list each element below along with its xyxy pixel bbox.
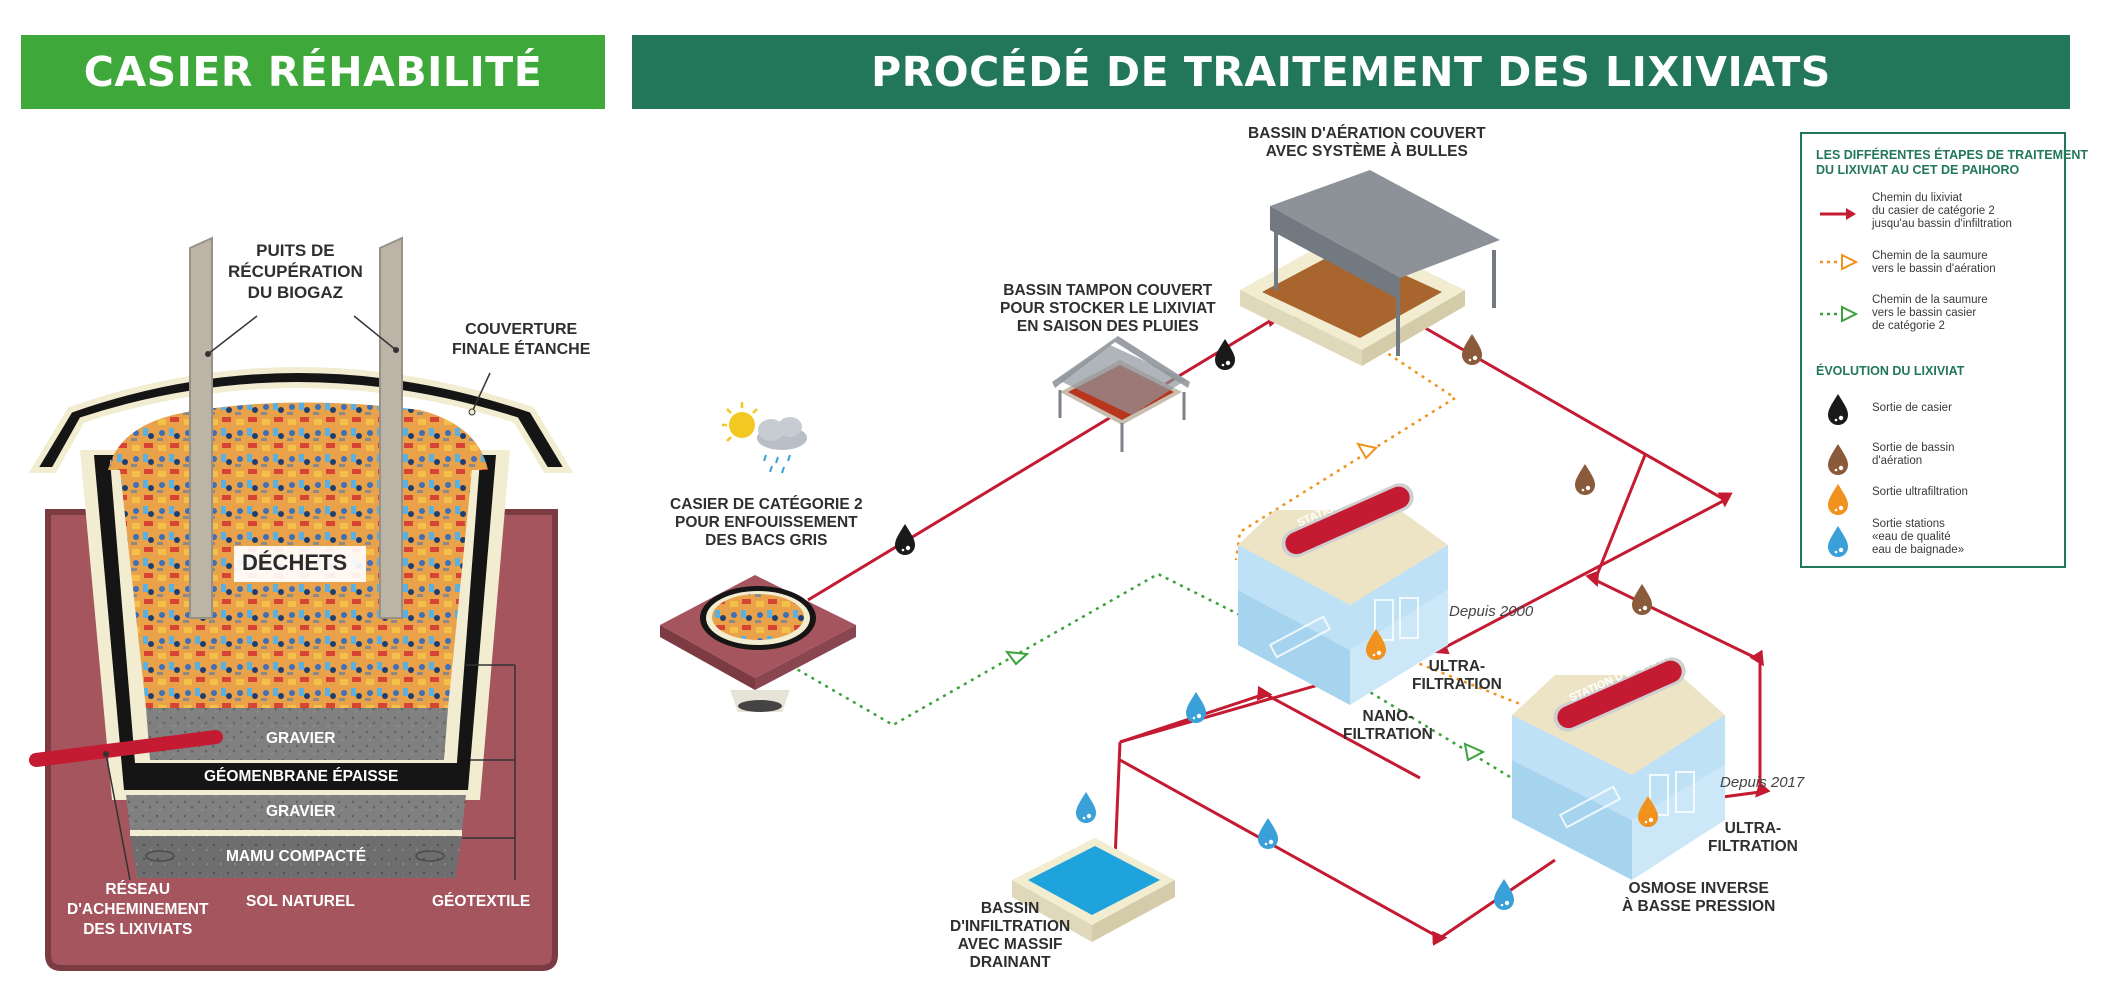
casier-banner: CASIER RÉHABILITÉ: [21, 35, 605, 109]
orange-drop-icon: [1828, 484, 1848, 515]
brine-to-casier-path: [794, 572, 1516, 782]
bassin-tampon-illustration: [1052, 336, 1190, 452]
brown-drop-icon: [1828, 444, 1848, 475]
drop-brown-3: [1632, 584, 1652, 615]
drop-blue-2: [1076, 792, 1096, 823]
drop-brown-1: [1462, 334, 1482, 365]
drop-blue-1: [1186, 692, 1206, 723]
geomembrane-label: GÉOMENBRANE ÉPAISSE: [204, 768, 399, 785]
drop-brown-2: [1575, 464, 1595, 495]
legend-drop-orange: Sortie ultrafiltration: [1872, 486, 1968, 498]
casier-cross-section: [28, 236, 574, 971]
dechets-label: DÉCHETS: [242, 550, 348, 575]
legend-drop-black: Sortie de casier: [1872, 402, 1952, 414]
casier-cat2-illustration: [660, 575, 856, 712]
station-1-since: Depuis 2000: [1449, 603, 1534, 620]
bassin-infiltration-illustration: [1012, 838, 1175, 942]
geotextile-label: GÉOTEXTILE: [432, 893, 531, 910]
dechets-label-bg: [234, 546, 366, 582]
weather-icon: [722, 402, 807, 474]
mamu-label: MAMU COMPACTÉ: [226, 848, 367, 865]
brine-arrows-green: [1004, 650, 1486, 762]
station-2-ultra-label: ULTRA-FILTRATION: [1708, 820, 1798, 855]
gravier-top-label: GRAVIER: [266, 730, 336, 747]
green-dotted-arrow-icon: [1820, 305, 1859, 323]
process-banner: PROCÉDÉ DE TRAITEMENT DES LIXIVIATS: [632, 35, 2070, 109]
sol-naturel-label: SOL NATUREL: [246, 893, 355, 910]
gravier-bottom-label: GRAVIER: [266, 803, 336, 820]
drop-blue-3: [1258, 818, 1278, 849]
station-1-illustration: [1238, 483, 1448, 705]
drop-blue-4: [1494, 879, 1514, 910]
station-2-illustration: [1512, 657, 1725, 880]
station-1-nano-label: NANO-FILTRATION: [1343, 708, 1433, 743]
legend-evolution-title: ÉVOLUTION DU LIXIVIAT: [1816, 364, 1965, 378]
legend-icons: [1820, 208, 1859, 557]
station-1-ultra-label: ULTRA-FILTRATION: [1412, 658, 1502, 693]
orange-dotted-arrow-icon: [1820, 253, 1859, 271]
bassin-aeration-illustration: [1240, 170, 1500, 366]
black-drop-icon: [1828, 394, 1848, 425]
station-2-since: Depuis 2017: [1720, 774, 1805, 791]
blue-drop-icon: [1828, 526, 1848, 557]
drop-black-1: [895, 524, 915, 555]
